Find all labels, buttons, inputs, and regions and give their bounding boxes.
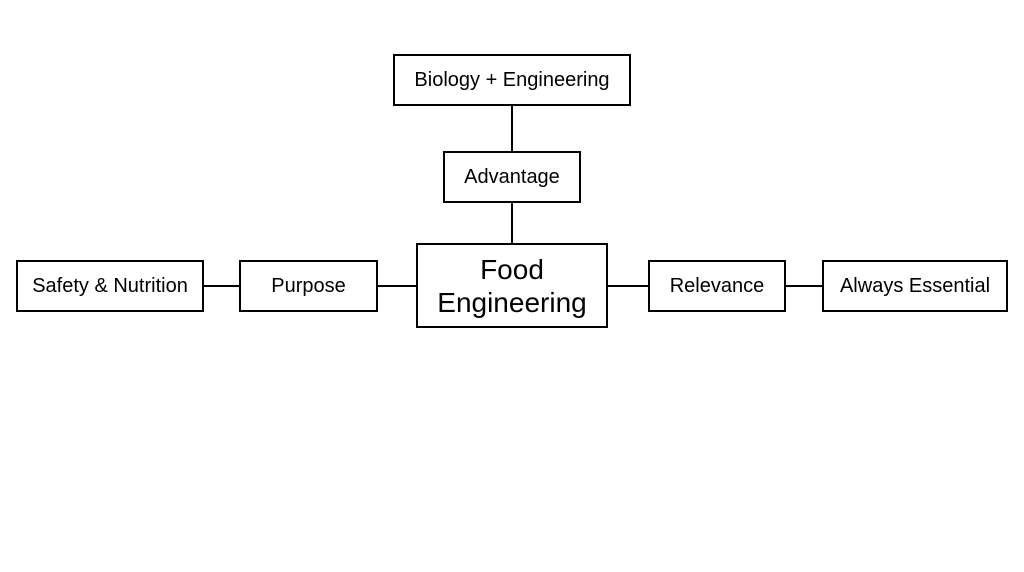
connector-center-relevance	[608, 285, 648, 287]
node-label: Purpose	[271, 275, 346, 297]
node-food-engineering: Food Engineering	[416, 243, 608, 328]
node-label: Safety & Nutrition	[32, 275, 188, 297]
node-label: Relevance	[669, 275, 765, 297]
node-advantage: Advantage	[443, 151, 581, 203]
connector-purpose-center	[378, 285, 416, 287]
center-label-line1: Food	[480, 253, 544, 285]
node-label: Advantage	[464, 166, 560, 188]
node-purpose: Purpose	[239, 260, 378, 312]
node-always-essential: Always Essential	[822, 260, 1008, 312]
node-label: Biology + Engineering	[414, 69, 610, 91]
connector-safety-purpose	[204, 285, 239, 287]
connector-relevance-essential	[786, 285, 822, 287]
node-relevance: Relevance	[648, 260, 786, 312]
node-label: Always Essential	[839, 275, 991, 297]
node-biology-engineering: Biology + Engineering	[393, 54, 631, 106]
center-label-line2: Engineering	[437, 286, 587, 318]
connector-biology-advantage	[511, 106, 513, 151]
node-safety-nutrition: Safety & Nutrition	[16, 260, 204, 312]
connector-advantage-center	[511, 203, 513, 243]
